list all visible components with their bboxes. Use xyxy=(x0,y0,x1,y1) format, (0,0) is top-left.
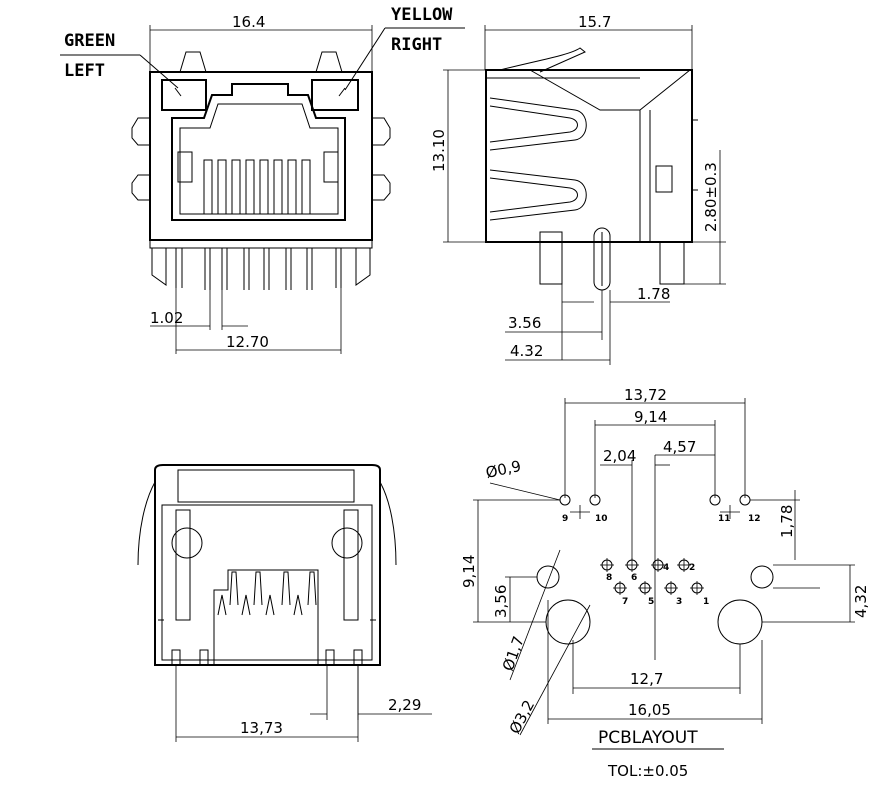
dim-bottom-width: 13,73 xyxy=(240,719,283,737)
led-labels: GREEN LEFT YELLOW RIGHT xyxy=(60,5,465,91)
dim-pcb-overall: 13,72 xyxy=(624,386,667,404)
pin-5: 5 xyxy=(648,597,654,607)
dim-side-3-56: 3.56 xyxy=(508,314,541,332)
dim-side-length: 15.7 xyxy=(578,13,611,31)
dim-led-v: 1,78 xyxy=(778,505,796,538)
pin-10: 10 xyxy=(595,514,608,524)
pin-1: 1 xyxy=(703,597,709,607)
pin-7: 7 xyxy=(622,597,628,607)
bottom-view: 13,73 2,29 xyxy=(137,464,432,742)
dim-side-1-78: 1.78 xyxy=(637,285,670,303)
pin-12: 12 xyxy=(748,514,761,524)
dim-side-height: 13.10 xyxy=(430,129,448,172)
label-left: LEFT xyxy=(64,61,105,81)
pin-6: 6 xyxy=(631,573,637,583)
dim-outer-span: 16,05 xyxy=(628,701,671,719)
front-view: 16.4 xyxy=(131,13,391,354)
dim-front-width: 16.4 xyxy=(232,13,265,31)
dim-pcb-height: 9,14 xyxy=(460,555,478,588)
dim-pcb-pitch: 2,04 xyxy=(603,447,636,465)
pcb-title: PCBLAYOUT xyxy=(598,728,698,748)
dim-pcb-row: 3,56 xyxy=(492,585,510,618)
label-yellow: YELLOW xyxy=(391,5,453,25)
pin-8: 8 xyxy=(606,573,612,583)
pcb-tolerance: TOL:±0.05 xyxy=(607,762,688,780)
dim-pin-span: 12.70 xyxy=(226,333,269,351)
dim-pin-pitch: 1.02 xyxy=(150,309,183,327)
front-contacts xyxy=(203,159,311,214)
label-green: GREEN xyxy=(64,31,115,51)
dim-pcb-half: 4,57 xyxy=(663,438,696,456)
label-right: RIGHT xyxy=(391,35,442,55)
pin-crosshairs xyxy=(600,558,704,595)
dim-small-post: Ø1,7 xyxy=(499,634,528,674)
dim-big-post: Ø3,2 xyxy=(506,697,539,737)
pcb-layout: 13,72 9,14 4,57 2,04 Ø0,9 9 10 11 12 xyxy=(460,386,870,780)
pin-9: 9 xyxy=(562,514,568,524)
dim-post-span: 12,7 xyxy=(630,670,663,688)
dim-bottom-offset: 2,29 xyxy=(388,696,421,714)
pin-2: 2 xyxy=(689,563,695,573)
dim-pcb-inner: 9,14 xyxy=(634,408,667,426)
pin-4: 4 xyxy=(663,563,669,573)
pin-3: 3 xyxy=(676,597,682,607)
pin-11: 11 xyxy=(718,514,731,524)
dim-hole-dia: Ø0,9 xyxy=(484,457,523,482)
dim-post-height: 2.80±0.3 xyxy=(702,162,720,232)
side-view: 15.7 13.10 2.80±0.3 xyxy=(430,13,726,365)
dim-side-4-32: 4.32 xyxy=(510,342,543,360)
front-pins xyxy=(175,248,342,290)
dim-pcb-right: 4,32 xyxy=(852,585,870,618)
bottom-contacts xyxy=(217,571,317,616)
